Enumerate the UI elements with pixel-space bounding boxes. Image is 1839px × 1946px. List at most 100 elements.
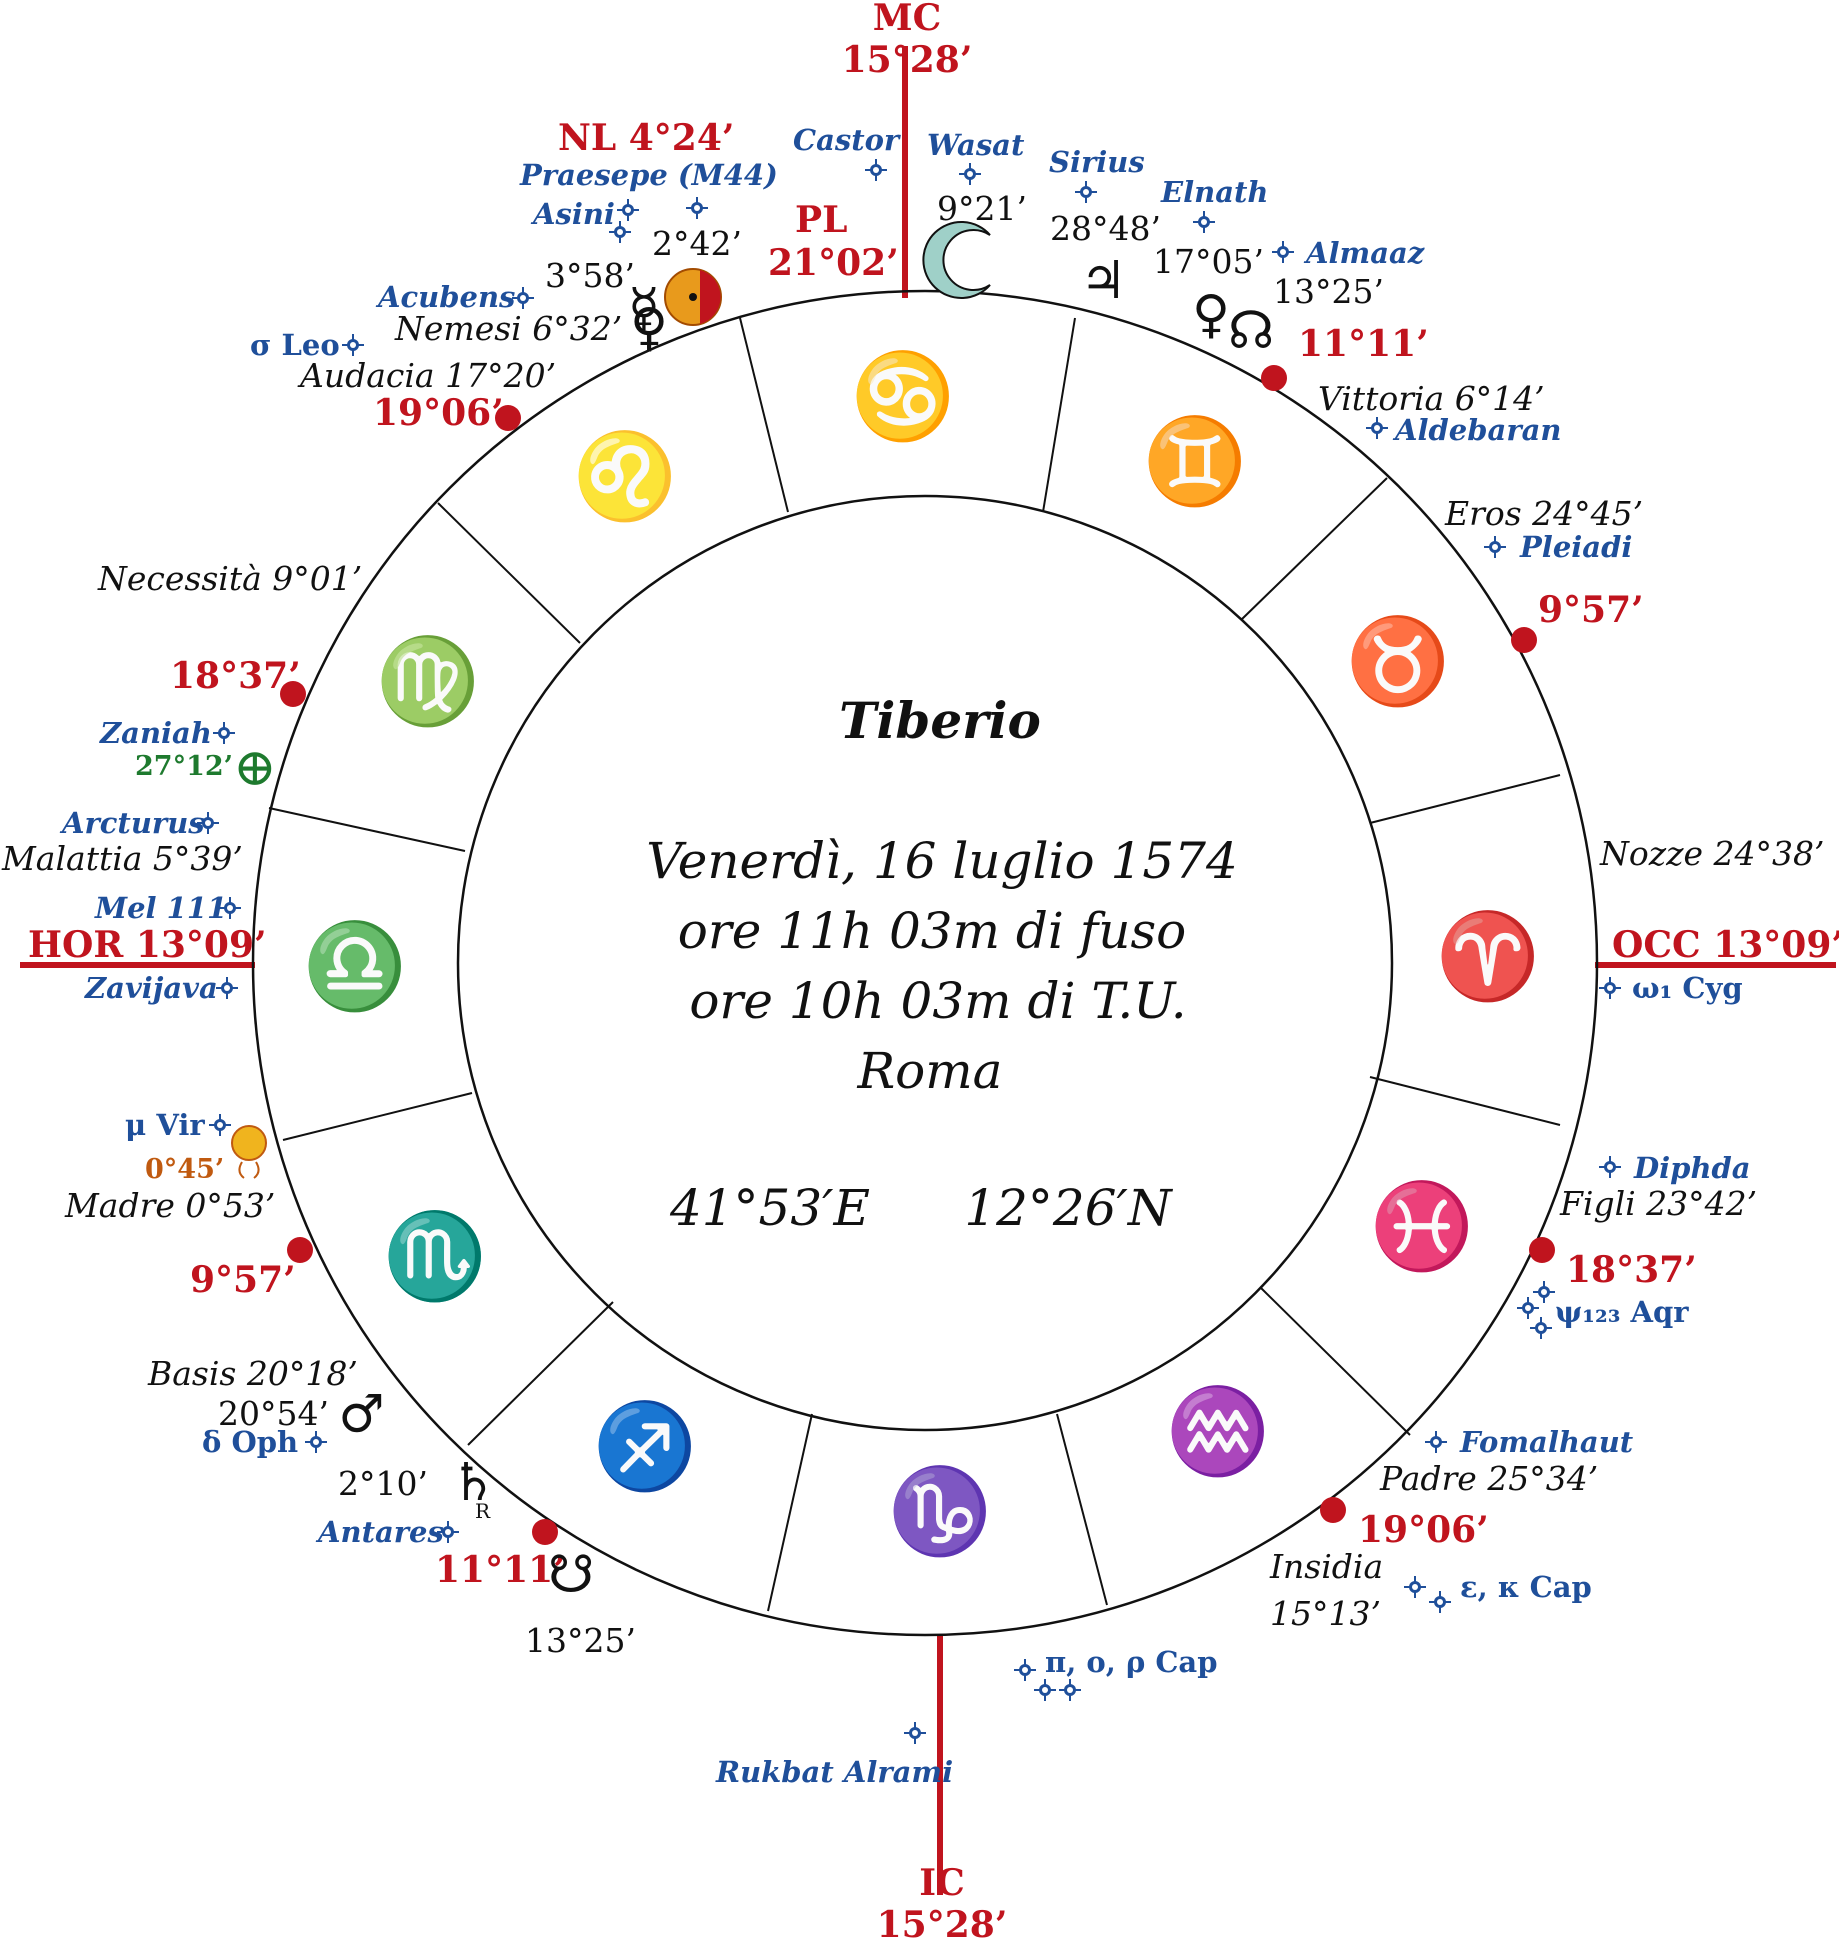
sign-taurus: ♉ (1346, 612, 1451, 710)
jupiter-degree: 28°48’ (1050, 209, 1161, 248)
part-insidia: Insidia (1269, 1547, 1383, 1586)
sign-scorpio: ♏ (383, 1207, 488, 1305)
part-nemesi: Nemesi 6°32’ (394, 309, 622, 348)
cusp-degree-5: 11°11’ (435, 1549, 566, 1591)
mercury-degree: 3°58’ (545, 256, 635, 295)
node-north-icon: ☊ (1228, 301, 1274, 361)
inner-ring (456, 494, 1394, 1432)
sign-aquarius: ♒ (1166, 1382, 1271, 1480)
new-moon-label: NL 4°24’ (558, 117, 734, 159)
part-necessita: Necessità 9°01’ (97, 559, 362, 598)
chart-longitude: 41°53′E (669, 1179, 870, 1237)
part-malattia: Malattia 5°39’ (1, 839, 243, 878)
outer-ring (251, 289, 1599, 1637)
full-moon-degree: 21°02’ (768, 242, 899, 284)
sign-virgo: ♍ (376, 632, 481, 730)
node-south-icon: ☋ (548, 1545, 594, 1605)
star-aldebaran: Aldebaran (1392, 413, 1561, 447)
mc-degree: 15°28’ (842, 39, 973, 81)
part-figli: Figli 23°42’ (1559, 1184, 1757, 1223)
star-castor: Castor (793, 123, 902, 157)
full-moon-label: PL (795, 199, 847, 241)
sun-icon (664, 268, 722, 326)
star-sirius: Sirius (1049, 145, 1145, 179)
saturn-degree: 2°10’ (338, 1464, 428, 1503)
mars-degree: 20°54’ (218, 1394, 329, 1433)
occ-label: OCC 13°09’ (1612, 924, 1839, 966)
chart-latitude: 12°26′N (964, 1179, 1174, 1237)
chart-place: Roma (857, 1042, 1003, 1100)
cusp-degree-3: 18°37’ (1566, 1249, 1697, 1291)
star-eps-kappa-cap: ε, κ Cap (1460, 1570, 1592, 1604)
mercury-icon: ☿ (628, 278, 660, 338)
star-zaniah: Zaniah (99, 716, 212, 750)
venus-icon-2: ♀ (630, 298, 668, 358)
star-asini: Asini (530, 197, 615, 231)
cusp-degree-2: 9°57’ (1538, 589, 1644, 631)
star-antares: Antares (315, 1515, 444, 1549)
mc-label: MC (873, 0, 942, 39)
sign-sagittarius: ♐ (593, 1397, 698, 1495)
star-psi-aqr: ψ₁₂₃ Aqr (1555, 1295, 1689, 1329)
part-madre: Madre 0°53’ (64, 1186, 275, 1225)
sign-capricorn: ♑ (888, 1462, 993, 1560)
fortune-degree: 27°12’ (135, 751, 233, 782)
sign-gemini: ♊ (1143, 412, 1248, 510)
ic-label: IC (919, 1862, 965, 1904)
star-elnath: Elnath (1160, 175, 1268, 209)
sign-leo: ♌ (573, 427, 678, 525)
hor-label: HOR 13°09’ (28, 924, 267, 966)
star-rukbat-alrami: Rukbat Alrami (715, 1755, 953, 1789)
jupiter-icon: ♃ (1080, 251, 1127, 311)
star-fomalhaut: Fomalhaut (1459, 1425, 1634, 1459)
part-insidia-degree: 15°13’ (1270, 1594, 1381, 1633)
star-zavijava: Zavijava (84, 971, 218, 1005)
venus-icon: ♀ (1192, 285, 1230, 345)
sign-cancer: ♋ (851, 347, 956, 445)
sign-libra: ♎ (303, 917, 408, 1015)
star-mel111: Mel 111 (94, 891, 227, 925)
cusp-degree-6: 9°57’ (190, 1259, 296, 1301)
saturn-retro: R (475, 1499, 491, 1523)
star-acubens: Acubens (375, 280, 515, 314)
star-omega-cyg: ω₁ Cyg (1632, 971, 1743, 1005)
part-vittoria: Vittoria 6°14’ (1318, 379, 1545, 418)
chart-date: Venerdì, 16 luglio 1574 (646, 832, 1238, 890)
star-diphda: Diphda (1633, 1151, 1751, 1185)
star-sigma-leo: σ Leo (250, 328, 340, 362)
ic-degree: 15°28’ (877, 1904, 1008, 1946)
star-almaaz: Almaaz (1303, 236, 1425, 270)
part-nozze: Nozze 24°38’ (1599, 834, 1825, 873)
star-mu-vir: μ Vir (125, 1108, 205, 1142)
cusp-degree-4: 19°06’ (1358, 1509, 1489, 1551)
sign-aries: ♈ (1436, 907, 1541, 1005)
cusp-dots (280, 365, 1555, 1545)
cusp-degree-1: 11°11’ (1298, 323, 1429, 365)
star-delta-oph: δ Oph (202, 1425, 298, 1459)
cusp-degree-7: 18°37’ (170, 655, 301, 697)
sign-pisces: ♓ (1370, 1177, 1475, 1275)
saturn-icon: ♄ (450, 1453, 497, 1513)
venus-degree: 17°05’ (1153, 242, 1264, 281)
moon-degree: 9°21’ (937, 189, 1027, 228)
star-arcturus: Arcturus (59, 806, 205, 840)
node-south-degree: 13°25’ (525, 1621, 636, 1660)
chart-time-local: ore 11h 03m di fuso (678, 902, 1187, 960)
chart-title: Tiberio (839, 691, 1041, 750)
sun-degree: 2°42’ (652, 224, 742, 263)
star-wasat: Wasat (927, 128, 1025, 162)
part-padre: Padre 25°34’ (1379, 1459, 1598, 1498)
part-eros: Eros 24°45’ (1444, 494, 1643, 533)
star-pleiadi: Pleiadi (1519, 530, 1632, 564)
star-pi-cap: π, ο, ρ Cap (1045, 1645, 1218, 1679)
node-north-degree: 13°25’ (1273, 272, 1384, 311)
chart-time-ut: ore 10h 03m di T.U. (689, 972, 1186, 1030)
lilith-degree: 0°45’ (145, 1154, 224, 1185)
mars-icon: ♂ (338, 1385, 385, 1445)
sign-divisions (268, 317, 1561, 1612)
fortune-icon: ⊕ (233, 738, 277, 798)
part-audacia: Audacia 17°20’ (297, 356, 556, 395)
moon-icon (922, 221, 991, 299)
part-basis: Basis 20°18’ (147, 1354, 358, 1393)
